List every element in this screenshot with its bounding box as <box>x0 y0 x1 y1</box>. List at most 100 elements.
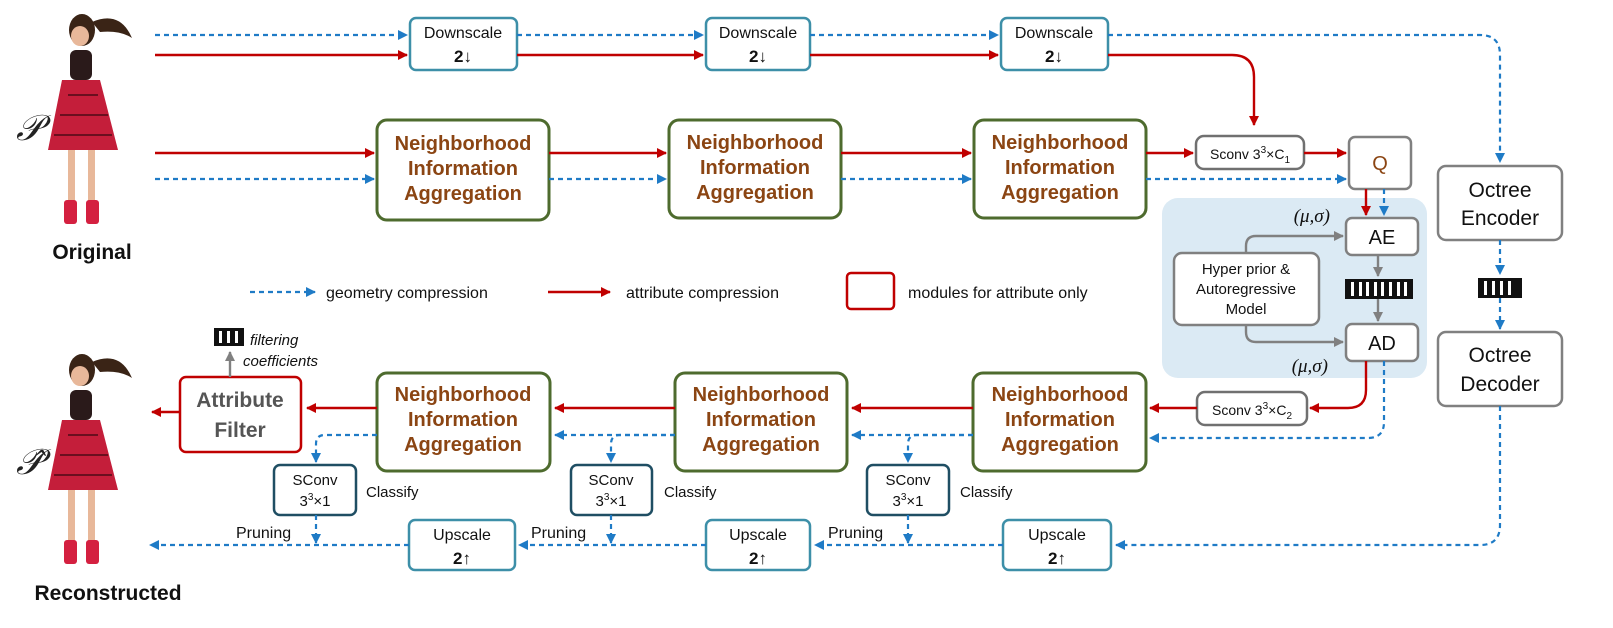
hyper-to-ae-arrow <box>1244 231 1344 253</box>
mu-sigma-top: (μ,σ) <box>1294 206 1330 227</box>
arithmetic-decoder-block: AD <box>1344 322 1420 363</box>
legend-geometry-label: geometry compression <box>326 285 488 302</box>
octree-decoder-block: Octree Decoder <box>1436 330 1564 408</box>
downscale-block-1: Downscale 2↓ <box>408 16 519 72</box>
upscale-label: Upscale <box>433 527 491 544</box>
nia-line: Information <box>700 157 810 179</box>
sconv-c2-block: Sconv 33×C2 <box>1195 390 1309 427</box>
sconv-classify-block-3: SConv 33×1 <box>865 463 951 517</box>
pruning-label: Pruning <box>236 525 291 542</box>
ad-to-sconv-c2-arrow <box>1309 361 1368 413</box>
legend-module-label: modules for attribute only <box>908 285 1088 302</box>
arithmetic-encoder-block: AE <box>1344 216 1420 257</box>
sconv-c1-block: Sconv 33×C1 <box>1194 134 1306 171</box>
upscale-factor: 2↑ <box>453 549 471 568</box>
upscale-label: Upscale <box>729 527 787 544</box>
nia-line: Aggregation <box>1001 434 1119 456</box>
octree-encoder-block: Octree Encoder <box>1436 164 1564 242</box>
nia-line: Aggregation <box>702 434 820 456</box>
attribute-filter-block: Attribute Filter <box>178 375 303 454</box>
upscale-block-3: Upscale 2↑ <box>1001 518 1113 572</box>
nia-line: Aggregation <box>696 182 814 204</box>
classify-label: Classify <box>664 484 717 501</box>
filter-coefficients-bitstream-icon <box>214 328 244 346</box>
nia-line: Neighborhood <box>693 384 830 406</box>
nia-line: Information <box>1005 409 1115 431</box>
sconv-kernel-label: 33×1 <box>892 492 923 510</box>
octree-encoder-line: Encoder <box>1461 207 1539 230</box>
sconv-kernel-label: 33×1 <box>299 492 330 510</box>
attribute-to-sconv-arrow <box>1108 53 1259 126</box>
nia-decoder-block-2: Neighborhood Information Aggregation <box>673 371 849 473</box>
nia-line: Neighborhood <box>395 384 532 406</box>
svg-text:Q: Q <box>1372 153 1388 175</box>
attribute-filter-line: Attribute <box>196 389 284 412</box>
geometry-to-encoder-arrow <box>1108 33 1505 163</box>
downscale-label: Downscale <box>424 25 502 42</box>
nia-line: Information <box>408 158 518 180</box>
nia-line: Information <box>408 409 518 431</box>
nia-decoder-block-3: Neighborhood Information Aggregation <box>971 371 1148 473</box>
classify-label: Classify <box>366 484 419 501</box>
upscale-factor: 2↑ <box>1048 549 1066 568</box>
filtering-label: filtering <box>250 332 299 349</box>
octree-decoder-line: Decoder <box>1460 373 1539 396</box>
geometry-to-upscale-arrow <box>1115 406 1502 550</box>
coefficients-label: coefficients <box>243 353 319 370</box>
downscale-factor: 2↓ <box>454 47 472 66</box>
upscale-block-1: Upscale 2↑ <box>407 518 517 572</box>
nia-line: Neighborhood <box>992 132 1129 154</box>
sconv-label: SConv <box>292 472 338 489</box>
geometry-branch-arrow <box>311 433 377 463</box>
sconv-c1-label: Sconv 33×C1 <box>1210 145 1290 166</box>
downscale-label: Downscale <box>1015 25 1093 42</box>
geometry-bitstream-icon <box>1478 278 1522 298</box>
geometry-branch-arrow <box>606 433 675 463</box>
hyper-line: Autoregressive <box>1196 281 1296 298</box>
mu-sigma-bottom: (μ,σ) <box>1292 356 1328 377</box>
nia-line: Aggregation <box>404 434 522 456</box>
upscale-block-2: Upscale 2↑ <box>704 518 812 572</box>
sconv-classify-block-2: SConv 33×1 <box>569 463 654 517</box>
legend-attribute-label: attribute compression <box>626 285 779 302</box>
nia-line: Aggregation <box>404 183 522 205</box>
nia-line: Information <box>706 409 816 431</box>
input-pointcloud-symbol: 𝒫 <box>16 108 52 148</box>
nia-line: Neighborhood <box>687 132 824 154</box>
nia-line: Neighborhood <box>395 133 532 155</box>
hyper-prior-model: Hyper prior & Autoregressive Model <box>1172 251 1321 327</box>
upscale-factor: 2↑ <box>749 549 767 568</box>
nia-line: Aggregation <box>1001 182 1119 204</box>
hyper-line: Hyper prior & <box>1202 261 1290 278</box>
upscale-label: Upscale <box>1028 527 1086 544</box>
output-pointcloud-symbol: 𝒫̂ <box>16 442 52 482</box>
sconv-classify-block-1: SConv 33×1 <box>272 463 358 517</box>
geometry-to-decoder-arrow <box>1149 361 1386 443</box>
octree-decoder-line: Octree <box>1468 344 1531 367</box>
downscale-label: Downscale <box>719 25 797 42</box>
reconstructed-figure-image <box>48 354 132 564</box>
downscale-block-2: Downscale 2↓ <box>704 16 812 72</box>
nia-encoder-block-3: Neighborhood Information Aggregation <box>972 118 1148 220</box>
attribute-bitstream-icon <box>1345 279 1413 299</box>
sconv-label: SConv <box>885 472 931 489</box>
attribute-filter-line: Filter <box>214 419 265 442</box>
legend-module-swatch <box>845 271 896 311</box>
reconstructed-label: Reconstructed <box>34 582 181 605</box>
pruning-label: Pruning <box>531 525 586 542</box>
original-figure-image <box>48 14 132 224</box>
nia-line: Neighborhood <box>992 384 1129 406</box>
svg-text:AD: AD <box>1368 333 1396 355</box>
downscale-factor: 2↓ <box>1045 47 1063 66</box>
hyper-line: Model <box>1226 301 1267 318</box>
nia-decoder-block-1: Neighborhood Information Aggregation <box>375 371 552 473</box>
hyper-to-ad-arrow <box>1244 325 1344 347</box>
pruning-label: Pruning <box>828 525 883 542</box>
nia-encoder-block-1: Neighborhood Information Aggregation <box>375 118 551 222</box>
classify-label: Classify <box>960 484 1013 501</box>
nia-line: Information <box>1005 157 1115 179</box>
sconv-label: SConv <box>588 472 634 489</box>
geometry-branch-arrow <box>903 433 973 463</box>
original-label: Original <box>52 241 131 264</box>
